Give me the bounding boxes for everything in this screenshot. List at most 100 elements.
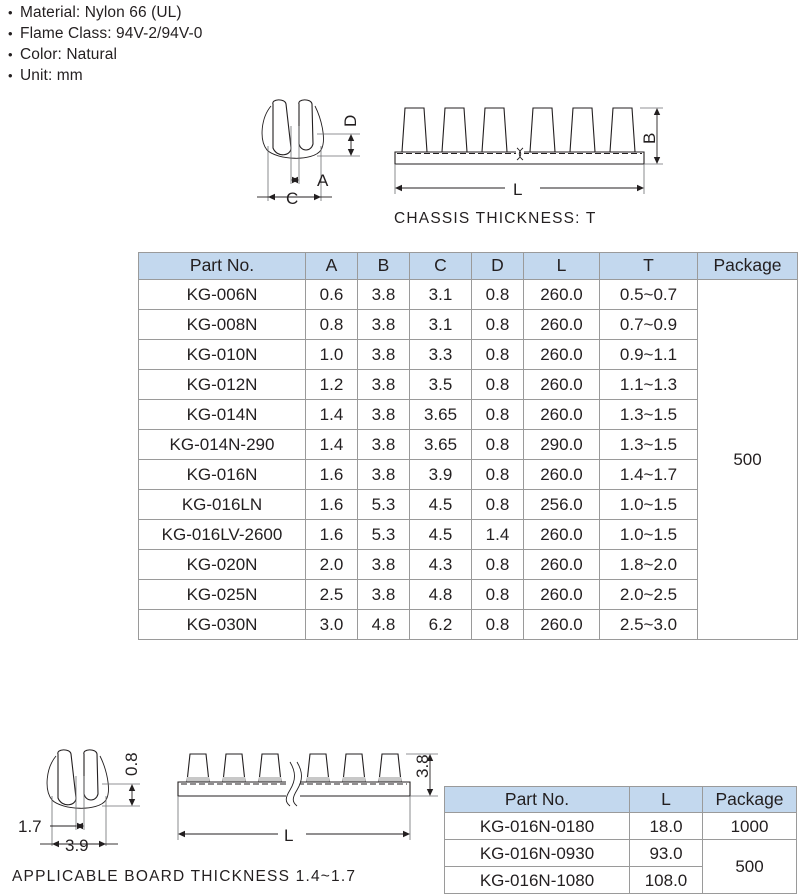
cell-d: 1.4 xyxy=(471,519,524,550)
cell-a: 3.0 xyxy=(305,609,358,640)
cell-a: 0.8 xyxy=(305,309,358,340)
header-d: D xyxy=(471,252,524,280)
cell-part-no: KG-030N xyxy=(138,609,306,640)
technical-drawing-top: D A C xyxy=(255,96,665,208)
cell-b: 5.3 xyxy=(357,519,410,550)
cell-l: 256.0 xyxy=(523,489,600,520)
table-row: KG-016N-1080 108.0 xyxy=(444,866,797,894)
cell-package-merged: 500 xyxy=(697,279,798,640)
cell-l: 260.0 xyxy=(523,459,600,490)
main-table-header-row: Part No. A B C D L T Package xyxy=(138,252,798,280)
table-row: KG-006N 0.6 3.8 3.1 0.8 260.0 0.5~0.7 50… xyxy=(138,279,798,640)
cell-b: 5.3 xyxy=(357,489,410,520)
cell-t: 1.8~2.0 xyxy=(599,549,698,580)
cell-l: 260.0 xyxy=(523,399,600,430)
header-part-no: Part No. xyxy=(138,252,306,280)
dim-label-body-height: 3.8 xyxy=(413,754,432,778)
cell-a: 1.2 xyxy=(305,369,358,400)
cell-a: 0.6 xyxy=(305,279,358,310)
cell-part-no: KG-014N-290 xyxy=(138,429,306,460)
dimension-body-height: 3.8 xyxy=(413,754,434,796)
cell-b: 3.8 xyxy=(357,429,410,460)
cell-l: 260.0 xyxy=(523,519,600,550)
table-row: KG-016LV-2600 1.6 5.3 4.5 1.4 260.0 1.0~… xyxy=(138,519,798,550)
cell-b: 3.8 xyxy=(357,579,410,610)
cell-t: 1.1~1.3 xyxy=(599,369,698,400)
dim-label-d: D xyxy=(341,115,360,127)
cell-part-no: KG-014N xyxy=(138,399,306,430)
cell-c: 3.3 xyxy=(409,339,472,370)
table-row: KG-014N-290 1.4 3.8 3.65 0.8 290.0 1.3~1… xyxy=(138,429,798,460)
cell-a: 1.4 xyxy=(305,399,358,430)
header-sub-part-no: Part No. xyxy=(444,786,630,813)
cell-b: 3.8 xyxy=(357,549,410,580)
cell-part-no: KG-010N xyxy=(138,339,306,370)
spec-text-color: Color: Natural xyxy=(20,46,118,63)
dimension-prong-height: 0.8 xyxy=(122,752,141,806)
technical-drawing-bottom: 0.8 1.7 3.9 xyxy=(10,748,440,860)
cell-b: 3.8 xyxy=(357,459,410,490)
table-row: KG-014N 1.4 3.8 3.65 0.8 260.0 1.3~1.5 xyxy=(138,399,798,430)
cell-t: 1.4~1.7 xyxy=(599,459,698,490)
cell-t: 1.0~1.5 xyxy=(599,519,698,550)
cell-a: 1.6 xyxy=(305,459,358,490)
side-view-strip xyxy=(394,107,645,165)
dim-label-width: 3.9 xyxy=(65,836,89,855)
cell-c: 3.65 xyxy=(409,429,472,460)
bullet-icon: • xyxy=(8,5,13,20)
header-sub-package: Package xyxy=(702,786,797,813)
cell-l: 290.0 xyxy=(523,429,600,460)
cell-b: 3.8 xyxy=(357,399,410,430)
cell-sub-l: 18.0 xyxy=(629,812,703,840)
dimension-l-bottom: L xyxy=(178,826,410,845)
sub-table-header-row: Part No. L Package xyxy=(444,786,797,813)
cell-sub-l: 93.0 xyxy=(629,839,703,867)
cell-d: 0.8 xyxy=(471,339,524,370)
cell-a: 1.6 xyxy=(305,489,358,520)
cell-t: 0.5~0.7 xyxy=(599,279,698,310)
end-view-profile-bottom xyxy=(46,749,109,809)
table-row: KG-008N 0.8 3.8 3.1 0.8 260.0 0.7~0.9 xyxy=(138,309,798,340)
header-sub-l: L xyxy=(629,786,703,813)
cell-a: 1.0 xyxy=(305,339,358,370)
spec-text-flame-class: Flame Class: 94V-2/94V-0 xyxy=(20,25,203,42)
cell-d: 0.8 xyxy=(471,369,524,400)
caption-applicable-board-thickness: APPLICABLE BOARD THICKNESS 1.4~1.7 xyxy=(12,868,357,885)
dimension-width: 3.9 xyxy=(40,836,118,855)
spec-item-flame-class: • Flame Class: 94V-2/94V-0 xyxy=(8,23,428,44)
dimension-b: B xyxy=(640,108,661,164)
cell-a: 2.5 xyxy=(305,579,358,610)
header-l: L xyxy=(523,252,600,280)
bullet-icon: • xyxy=(8,26,13,41)
secondary-specification-table: Part No. L Package KG-016N-0180 18.0 100… xyxy=(444,786,797,894)
table-row: KG-016LN 1.6 5.3 4.5 0.8 256.0 1.0~1.5 xyxy=(138,489,798,520)
cell-l: 260.0 xyxy=(523,609,600,640)
cell-d: 0.8 xyxy=(471,279,524,310)
dim-label-a: A xyxy=(317,171,329,190)
cell-part-no: KG-012N xyxy=(138,369,306,400)
specification-list: • Material: Nylon 66 (UL) • Flame Class:… xyxy=(8,2,428,86)
end-view-profile xyxy=(261,99,324,159)
cell-part-no: KG-025N xyxy=(138,579,306,610)
bullet-icon: • xyxy=(8,68,13,83)
dimension-c: C xyxy=(257,189,332,208)
cell-t: 2.5~3.0 xyxy=(599,609,698,640)
header-c: C xyxy=(409,252,472,280)
cell-d: 0.8 xyxy=(471,399,524,430)
dim-label-l: L xyxy=(513,180,522,199)
cell-part-no: KG-016LV-2600 xyxy=(138,519,306,550)
side-view-strip-bottom xyxy=(177,753,411,807)
caption-chassis-thickness: CHASSIS THICKNESS: T xyxy=(394,210,597,227)
cell-c: 3.9 xyxy=(409,459,472,490)
dim-label-prong-height: 0.8 xyxy=(122,752,141,776)
cell-sub-part-no: KG-016N-1080 xyxy=(444,866,630,894)
header-package: Package xyxy=(697,252,798,280)
cell-t: 0.9~1.1 xyxy=(599,339,698,370)
cell-c: 3.1 xyxy=(409,309,472,340)
cell-t: 0.7~0.9 xyxy=(599,309,698,340)
cell-d: 0.8 xyxy=(471,549,524,580)
header-t: T xyxy=(599,252,698,280)
dimension-l: L xyxy=(395,180,644,199)
cell-t: 2.0~2.5 xyxy=(599,579,698,610)
cell-l: 260.0 xyxy=(523,339,600,370)
